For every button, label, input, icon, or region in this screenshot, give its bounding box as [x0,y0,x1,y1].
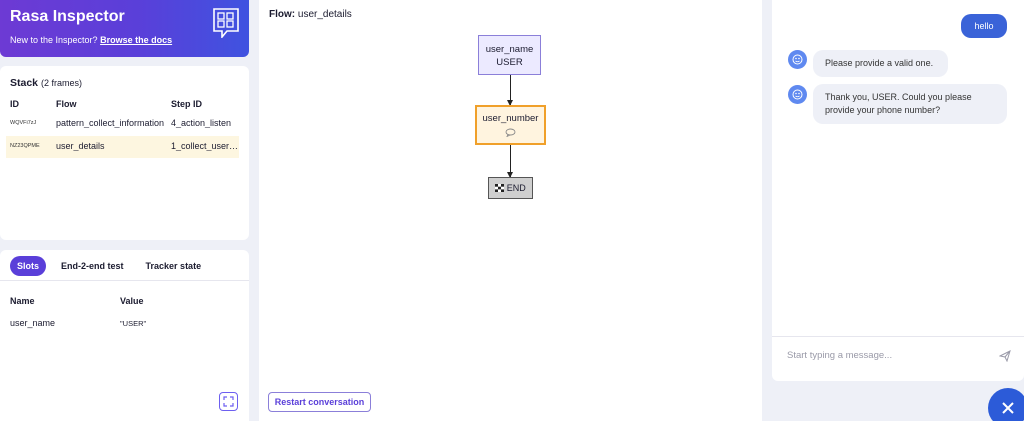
tab-end-to-end-test[interactable]: End-2-end test [61,261,124,271]
flow-node-title: user_name [485,44,534,55]
user-message: hello [961,14,1007,38]
bot-face-icon [792,54,803,65]
flow-node-end[interactable]: END [488,177,533,199]
tabs-divider [0,280,249,281]
flow-edge [507,145,513,178]
stack-col-flow: Flow [56,99,77,109]
bot-avatar [788,85,807,104]
tab-tracker-state[interactable]: Tracker state [145,261,202,271]
flow-label: Flow: user_details [269,9,352,20]
flow-node-user-name[interactable]: user_name USER [478,35,541,75]
slots-col-name: Name [10,296,35,306]
send-icon[interactable] [999,350,1011,362]
close-icon [1002,402,1014,414]
stack-col-step: Step ID [171,99,203,109]
stack-panel: Stack (2 frames) ID Flow Step ID WQVFi7z… [0,66,249,240]
expand-icon [223,396,234,407]
expand-button[interactable] [219,392,238,411]
stack-frame-step: 4_action_listen [171,118,232,128]
rasa-logo-icon [213,8,239,38]
header-subtitle: New to the Inspector? Browse the docs [10,35,172,45]
close-chat-button[interactable] [988,388,1024,421]
left-panel: Rasa Inspector New to the Inspector? Bro… [0,0,249,421]
chat-message-input[interactable] [787,350,987,361]
slots-tabs: Slots End-2-end test Tracker state [10,256,208,276]
stack-frame-step: 1_collect_user_number [171,141,239,151]
flow-node-end-label: END [506,183,526,193]
flow-node-value: USER [496,57,523,68]
restart-conversation-button[interactable]: Restart conversation [268,392,371,412]
stack-frame-id: WQVFi7zJ [10,120,37,126]
stack-title: Stack (2 frames) [10,77,82,89]
chat-panel: hello Please provide a valid one. Thank … [772,0,1024,381]
bot-avatar [788,50,807,69]
slot-name: user_name [10,318,56,328]
flow-node-user-number[interactable]: user_number [475,105,546,145]
chat-bubble-icon [505,128,516,138]
checkered-flag-icon [495,184,505,192]
app-title: Rasa Inspector [10,8,125,25]
flow-panel: Flow: user_details user_name USER user_n… [259,0,762,421]
tab-slots[interactable]: Slots [10,256,47,276]
slots-panel: Slots End-2-end test Tracker state Name … [0,250,249,421]
stack-frame-id: NZ23QPME [10,143,40,149]
flow-node-title: user_number [482,113,539,124]
flow-label-prefix: Flow: [269,9,296,20]
stack-frame-flow: user_details [56,141,105,151]
slots-col-value: Value [120,296,144,306]
inspector-header: Rasa Inspector New to the Inspector? Bro… [0,0,249,57]
flow-name: user_details [297,9,352,20]
flow-edge [507,75,513,106]
chat-input-divider [772,336,1024,337]
browse-docs-link[interactable]: Browse the docs [100,35,173,45]
slot-value: "USER" [120,319,147,328]
bot-message: Please provide a valid one. [813,50,948,77]
stack-row-selected[interactable]: NZ23QPME user_details 1_collect_user_num… [6,136,239,158]
stack-title-text: Stack [10,77,39,89]
stack-col-id: ID [10,99,19,109]
stack-row[interactable]: WQVFi7zJ pattern_collect_information 4_a… [6,113,239,135]
stack-frame-flow: pattern_collect_information [56,118,165,128]
header-subtitle-text: New to the Inspector? [10,35,98,45]
bot-face-icon [792,89,803,100]
stack-frames-count: (2 frames) [40,78,82,88]
bot-message: Thank you, USER. Could you please provid… [813,84,1007,124]
